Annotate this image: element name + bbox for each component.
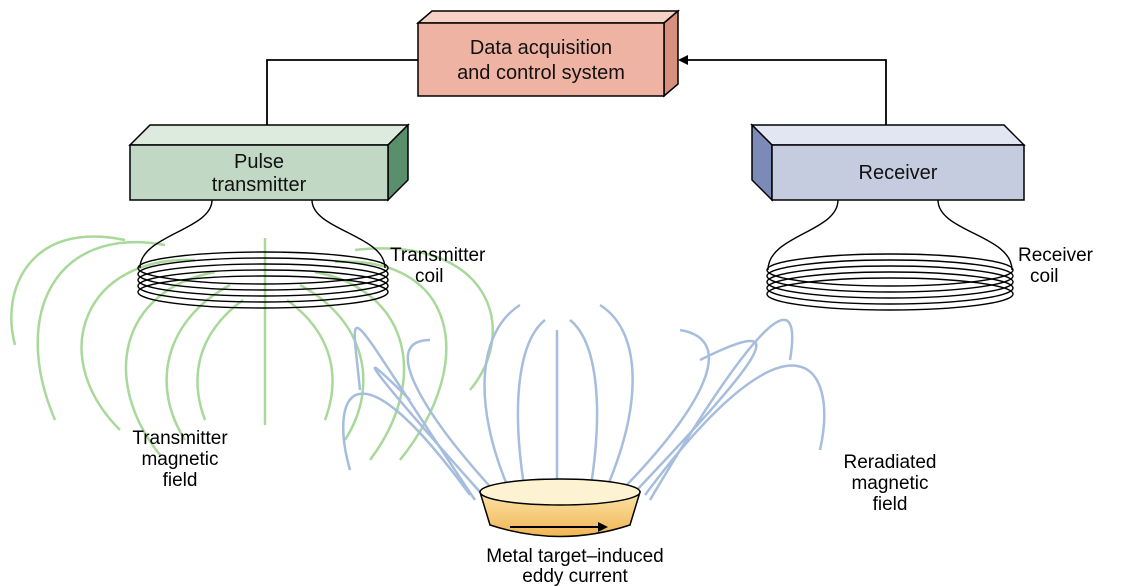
reradiated-field-line	[634, 339, 758, 493]
daq-to-transmitter-arrow	[262, 59, 418, 142]
transmitter-field-label-line3: field	[163, 470, 198, 491]
daq-box-top	[415, 10, 681, 24]
transmitter-field-line	[165, 283, 231, 441]
reradiated-field-label-line2: magnetic	[851, 473, 928, 494]
reradiated-field-line	[569, 319, 599, 493]
reradiated-field-label-line1: Reradiated	[844, 452, 937, 473]
receiver-box-top	[750, 124, 1026, 146]
reradiated-magnetic-field	[341, 303, 826, 501]
transmitter-wire-left	[139, 199, 213, 269]
daq-label-line1: Data acquisition	[470, 37, 612, 59]
receiver-box-front	[771, 144, 1025, 201]
reradiated-field-line	[483, 303, 521, 493]
transmitter-field-line	[334, 260, 448, 461]
transmitter-field-line	[124, 270, 216, 456]
transmitter-coil-label-line2: coil	[415, 266, 444, 287]
receiver-coil-turn	[766, 271, 1014, 305]
receiver-coil-turn	[766, 277, 1014, 311]
receiver-coil-turn	[766, 259, 1014, 293]
target-label-line2: eddy current	[522, 566, 628, 586]
daq-box-front	[417, 22, 665, 97]
receiver-coil	[766, 199, 1014, 311]
reradiated-field-line	[619, 328, 711, 493]
target-label-line1: Metal target–induced	[486, 546, 663, 567]
transmitter-field-line	[314, 270, 406, 461]
receiver-coil-label-line2: coil	[1030, 266, 1059, 287]
reradiated-field-line	[599, 303, 634, 493]
transmitter-label-line2: transmitter	[212, 174, 307, 196]
reradiated-field-label-line3: field	[873, 494, 908, 515]
transmitter-coil-turn	[137, 275, 389, 309]
receiver-box: Receiver	[750, 123, 1026, 202]
transmitter-field-label-line1: Transmitter	[132, 428, 228, 449]
transmitter-box-top	[128, 124, 410, 146]
metal-target	[478, 478, 642, 538]
reradiated-field-line	[643, 364, 826, 496]
transmitter-field-line	[80, 258, 196, 431]
transmitter-coil-turn	[137, 263, 389, 297]
receiver-wire-right	[937, 199, 1013, 271]
receiver-coil-turn	[766, 265, 1014, 299]
reradiated-field-line	[406, 338, 496, 493]
transmitter-coil-turn	[137, 251, 389, 285]
reradiated-field-line	[648, 318, 794, 501]
transmitter-box-front	[129, 144, 389, 201]
transmitter-coil-label-line1: Transmitter	[390, 245, 486, 266]
receiver-coil-label-line1: Receiver	[1018, 245, 1094, 266]
transmitter-coil	[137, 199, 389, 309]
receiver-wire-left	[767, 199, 839, 271]
daq-box-side	[663, 9, 679, 98]
transmitter-coil-turn	[137, 269, 389, 303]
transmitter-label-line1: Pulse	[234, 151, 284, 173]
transmitter-wire-right	[311, 199, 386, 269]
daq-box: Data acquisition and control system	[415, 9, 681, 98]
daq-label-line2: and control system	[457, 62, 625, 84]
transmitter-coil-turn	[137, 257, 389, 291]
receiver-to-daq-arrow	[678, 55, 887, 140]
transmitter-field-line	[196, 298, 244, 421]
transmitter-field-label-line2: magnetic	[141, 449, 218, 470]
transmitter-magnetic-field	[10, 235, 494, 461]
pulse-transmitter-box: Pulse transmitter	[128, 123, 410, 202]
target-top	[479, 478, 641, 506]
receiver-coil-turn	[766, 253, 1014, 287]
transmitter-field-line	[10, 235, 126, 346]
reradiated-field-line	[353, 326, 477, 501]
receiver-label: Receiver	[859, 162, 938, 184]
transmitter-field-line	[299, 283, 365, 441]
transmitter-field-line	[286, 298, 334, 421]
reradiated-field-line	[373, 366, 481, 493]
reradiated-field-line	[516, 319, 546, 493]
transmitter-field-line	[36, 240, 166, 421]
reradiated-field-line	[341, 392, 472, 496]
